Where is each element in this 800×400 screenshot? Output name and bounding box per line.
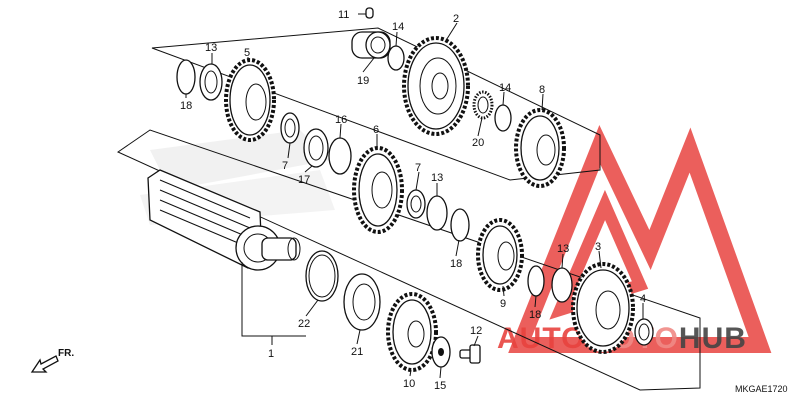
countershaft-frame: [151, 27, 601, 181]
gear-8: [514, 108, 566, 188]
label-8: 8: [539, 84, 545, 96]
washer-17: [303, 128, 329, 168]
label-17: 17: [298, 174, 310, 186]
label-19: 19: [357, 75, 369, 87]
oil-seal-21: [343, 273, 381, 331]
label-18-mid: 18: [450, 258, 462, 270]
washer-13-mid: [426, 195, 448, 231]
label-2: 2: [453, 13, 459, 25]
gear-5: [224, 58, 276, 142]
gear-3: [571, 262, 635, 354]
part-labels: 11 14 2 13 5 18 14 8 19 20 16 6 7 7 17 1…: [180, 9, 646, 392]
leader-lines: [185, 13, 644, 379]
label-13-mid: 13: [431, 172, 443, 184]
mainshaft-frame: [116, 129, 701, 391]
washer-14-top: [387, 45, 405, 71]
mainshaft-1: [147, 169, 301, 271]
label-7-top: 7: [282, 160, 288, 172]
label-18-low: 18: [529, 309, 541, 321]
gear-2: [402, 36, 470, 136]
gear-6: [352, 146, 404, 234]
label-20: 20: [472, 137, 484, 149]
label-4: 4: [640, 293, 646, 305]
label-6: 6: [373, 124, 379, 136]
bushing-7-mid: [406, 189, 426, 219]
circlip-18-top: [176, 59, 196, 95]
watermark-text-auto: AUTO: [497, 322, 585, 355]
label-1: 1: [268, 348, 274, 360]
label-3: 3: [595, 241, 601, 253]
sprocket-10: [386, 292, 438, 372]
pin-11: [365, 7, 374, 19]
label-9: 9: [500, 298, 506, 310]
bolt-12: [459, 344, 481, 364]
diagram-code: MKGAE1720: [735, 384, 788, 394]
label-21: 21: [351, 346, 363, 358]
needle-bearing-20: [472, 90, 494, 120]
needle-bearing-19: [351, 31, 391, 59]
label-15: 15: [434, 380, 446, 392]
circlip-18-mid: [450, 208, 470, 242]
label-13-low: 13: [557, 243, 569, 255]
washer-13-low: [551, 267, 573, 303]
label-11: 11: [338, 9, 349, 21]
washer-14-right: [494, 104, 512, 132]
label-16: 16: [335, 114, 347, 126]
washer-16: [328, 137, 352, 175]
circlip-18-low: [527, 265, 545, 297]
bushing-4: [634, 318, 654, 346]
front-direction-arrow: FR.: [30, 348, 74, 373]
label-5: 5: [244, 47, 250, 59]
label-14-top: 14: [392, 21, 404, 33]
label-7-mid: 7: [415, 162, 421, 174]
label-10: 10: [403, 378, 415, 390]
o-ring-22: [305, 250, 339, 302]
watermark-text-hub: HUB: [679, 322, 747, 355]
label-18-top: 18: [180, 100, 192, 112]
bushing-7-top: [280, 112, 300, 144]
washer-13-top: [199, 63, 223, 101]
label-13-top: 13: [205, 42, 217, 54]
gear-9: [476, 218, 524, 292]
direction-label: FR.: [58, 348, 74, 359]
label-22: 22: [298, 318, 310, 330]
label-14-right: 14: [499, 82, 511, 94]
label-12: 12: [470, 325, 482, 337]
